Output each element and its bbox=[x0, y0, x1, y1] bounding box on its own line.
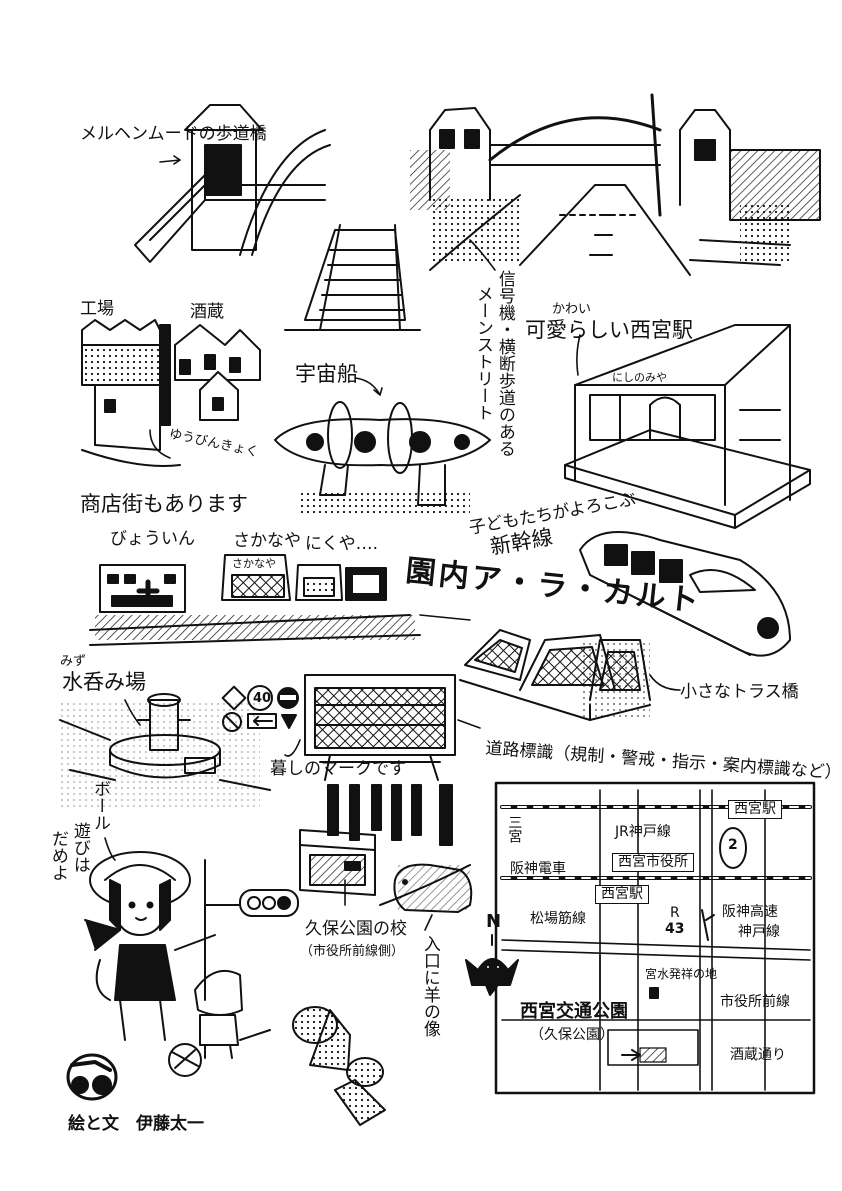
footbridge-drawing bbox=[134, 104, 421, 331]
label-school: 久保公園の校 bbox=[305, 919, 407, 939]
shops-drawing bbox=[89, 554, 421, 646]
map-park-name[interactable]: 西宮交通公園 bbox=[520, 1001, 628, 1022]
map-sakagura-street: 酒蔵通り bbox=[730, 1047, 786, 1063]
map-r43-number: 43 bbox=[665, 921, 685, 937]
map-route-2: 2 bbox=[728, 837, 738, 853]
label-main-street-2: メーンストリート bbox=[472, 285, 493, 421]
credit: 絵と文 伊藤太一 bbox=[68, 1114, 204, 1134]
label-spaceship: 宇宙船 bbox=[295, 362, 358, 386]
label-station-sign: にしのみや bbox=[612, 371, 667, 384]
map-station-mid: 西宮駅 bbox=[595, 885, 649, 905]
label-footbridge-1: メルヘンムードの歩道橋 bbox=[80, 124, 267, 144]
map-r43-letter: R bbox=[670, 905, 680, 921]
label-truss-bridge: 小さなトラス橋 bbox=[680, 682, 799, 702]
label-fish-sign: さかなや bbox=[232, 557, 276, 570]
label-sign-40: 40 bbox=[253, 691, 272, 706]
shinkansen-drawing bbox=[579, 531, 791, 657]
map-hanshin-expressway-1: 阪神高速 bbox=[722, 904, 778, 920]
label-brewery: 酒蔵 bbox=[190, 302, 224, 322]
label-fountain: 水呑み場 bbox=[62, 670, 146, 694]
truss-bridge-drawing bbox=[459, 629, 651, 721]
label-sheep-statue: 入口に羊の像 bbox=[419, 935, 440, 1037]
sign-board-drawing bbox=[304, 674, 456, 781]
map-station-top: 西宮駅 bbox=[728, 800, 782, 820]
main-street-drawing bbox=[410, 93, 821, 276]
label-fish-shop: さかなや bbox=[233, 531, 301, 551]
map-park-sub: （久保公園） bbox=[530, 1027, 614, 1043]
factory-brewery-drawing bbox=[81, 319, 261, 467]
traffic-light-drawing bbox=[204, 859, 299, 1001]
map-hanshin-train: 阪神電車 bbox=[510, 861, 566, 877]
map-city-hall: 西宮市役所 bbox=[612, 853, 694, 873]
north-arrow-drawing bbox=[465, 934, 519, 996]
label-hospital: びょういん bbox=[110, 529, 195, 549]
label-fountain-ruby: みず bbox=[60, 654, 87, 669]
spaceship-drawing bbox=[274, 401, 491, 515]
map-matsubaba: 松場筋線 bbox=[530, 911, 586, 927]
pointer-arrows bbox=[104, 155, 681, 931]
map-jr-line: JR神戸線 bbox=[615, 824, 671, 840]
label-ball-2: 遊びは bbox=[69, 822, 90, 873]
map-sannomiya: 三宮 bbox=[506, 815, 523, 843]
map-miyamizu: 宮水発祥の地 bbox=[645, 967, 718, 981]
road-signs-drawing bbox=[221, 685, 299, 732]
sheep-statue-drawing bbox=[379, 863, 473, 913]
bollards-drawing bbox=[292, 1006, 386, 1126]
map-shiyakusho-line: 市役所前線 bbox=[720, 994, 790, 1010]
fountain-drawing bbox=[59, 693, 271, 810]
logo-mark bbox=[66, 1053, 118, 1101]
school-drawing bbox=[299, 784, 453, 896]
label-meat-shop: にくや…. bbox=[305, 534, 379, 554]
map-north: N bbox=[486, 911, 502, 932]
map-hanshin-expressway-2: 神戸線 bbox=[738, 924, 780, 940]
label-life-marks: 暮しのマークです bbox=[270, 759, 406, 779]
label-factory: 工場 bbox=[80, 299, 114, 319]
label-shopping: 商店街もあります bbox=[80, 492, 248, 516]
label-ball-1: ボール bbox=[89, 780, 110, 831]
station-drawing bbox=[564, 324, 811, 529]
label-main-street-1: 信号機・横断歩道のある bbox=[494, 270, 515, 457]
label-ball-3: だめよ bbox=[47, 830, 68, 881]
label-station-ruby: かわい bbox=[552, 302, 592, 317]
label-station: 可愛らしい西宮駅 bbox=[525, 318, 693, 342]
label-school-sub: （市役所前線側） bbox=[300, 944, 405, 959]
girl-child-drawing bbox=[84, 851, 271, 1077]
